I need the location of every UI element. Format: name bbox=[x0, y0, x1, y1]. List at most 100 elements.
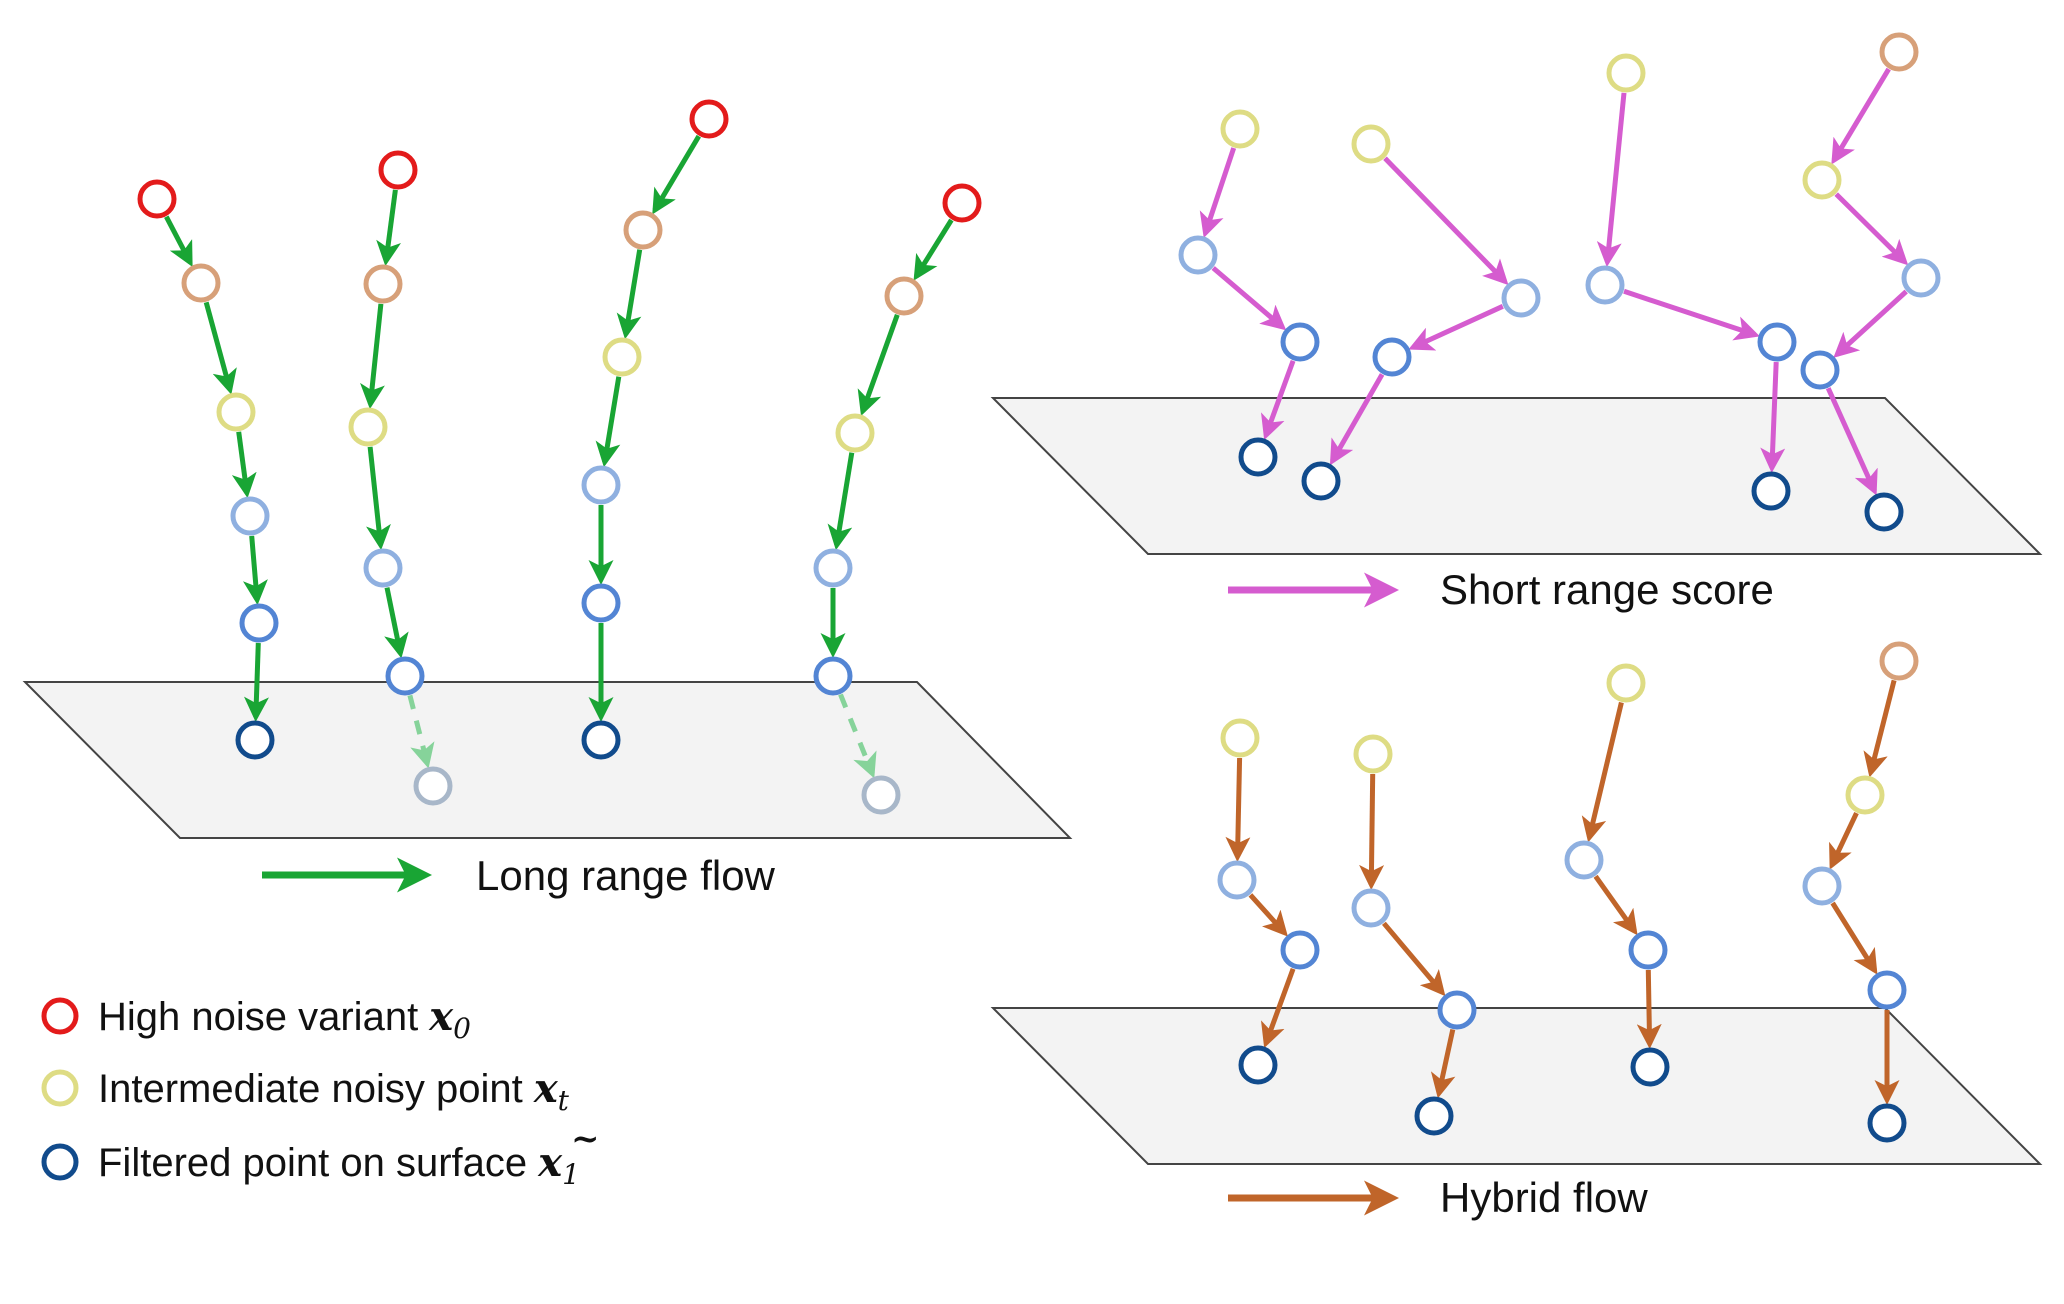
point-node bbox=[1879, 32, 1919, 72]
point-node bbox=[181, 263, 221, 303]
yellow-circle-icon bbox=[41, 1069, 79, 1107]
arrow-flowd bbox=[407, 694, 435, 769]
arrow-score bbox=[1329, 373, 1385, 466]
point-node bbox=[378, 150, 418, 190]
point-node bbox=[1800, 350, 1840, 390]
arrow-flow bbox=[827, 452, 855, 551]
point-node bbox=[581, 720, 621, 760]
point-node bbox=[1901, 258, 1941, 298]
point-node bbox=[581, 465, 621, 505]
point-node bbox=[1501, 278, 1541, 318]
point-node bbox=[1879, 641, 1919, 681]
point-node bbox=[1217, 860, 1257, 900]
arrow-flow bbox=[231, 431, 257, 499]
blue-circle-icon bbox=[41, 1143, 79, 1181]
legend-item-filtered: Filtered point on surface x1 bbox=[98, 1139, 580, 1191]
arrow-flow bbox=[243, 642, 269, 722]
point-node bbox=[1585, 265, 1625, 305]
point-node bbox=[1757, 322, 1797, 362]
point-node bbox=[1802, 160, 1842, 200]
legend-item-intermediate: Intermediate noisy point xt bbox=[98, 1065, 570, 1117]
arrow-hybrid bbox=[1830, 901, 1878, 975]
long-range-label: Long range flow bbox=[476, 852, 776, 899]
trajectory-points bbox=[137, 32, 1941, 1143]
arrow-score bbox=[1833, 289, 1908, 358]
point-node bbox=[385, 656, 425, 696]
trajectory-arrows bbox=[164, 67, 1909, 1105]
tilde-accent: ~ bbox=[571, 1119, 600, 1159]
point-node bbox=[1564, 840, 1604, 880]
point-node bbox=[835, 413, 875, 453]
point-node bbox=[1628, 930, 1668, 970]
point-node bbox=[413, 766, 453, 806]
arrow-hybrid bbox=[1829, 812, 1859, 870]
arrow-hybrid bbox=[1430, 1028, 1456, 1099]
point-node bbox=[689, 99, 729, 139]
arrow-score bbox=[1261, 359, 1296, 441]
point-node bbox=[1178, 235, 1218, 275]
point-node bbox=[1845, 775, 1885, 815]
red-circle-icon bbox=[41, 997, 79, 1035]
point-node bbox=[1351, 888, 1391, 928]
point-node bbox=[581, 583, 621, 623]
arrow-flow bbox=[376, 189, 402, 267]
point-node bbox=[884, 276, 924, 316]
point-node bbox=[239, 603, 279, 643]
arrow-score bbox=[1211, 266, 1287, 331]
point-node bbox=[348, 407, 388, 447]
point-node bbox=[363, 264, 403, 304]
point-node bbox=[1238, 437, 1278, 477]
arrow-hybrid bbox=[1593, 874, 1638, 936]
arrow-flow bbox=[913, 218, 954, 281]
point-node bbox=[602, 337, 642, 377]
arrow-flow bbox=[203, 301, 237, 395]
point-node bbox=[1280, 930, 1320, 970]
arrow-flow bbox=[616, 249, 643, 340]
legend-item-high-noise: High noise variant x0 bbox=[98, 993, 471, 1045]
point-node bbox=[942, 183, 982, 223]
arrow-flow bbox=[652, 134, 701, 215]
point-node bbox=[1867, 970, 1907, 1010]
point-node bbox=[216, 392, 256, 432]
arrow-score bbox=[1596, 92, 1627, 268]
short-range-plane bbox=[990, 397, 2043, 555]
arrow-flow bbox=[360, 303, 385, 410]
point-node bbox=[1301, 461, 1341, 501]
point-node bbox=[1867, 1103, 1907, 1143]
point-node bbox=[1280, 322, 1320, 362]
point-node bbox=[230, 496, 270, 536]
point-node bbox=[1238, 1045, 1278, 1085]
arrow-hybrid bbox=[1581, 701, 1624, 843]
point-node bbox=[1630, 1047, 1670, 1087]
arrow-hybrid bbox=[1359, 773, 1385, 890]
arrow-score bbox=[1383, 156, 1509, 286]
point-node bbox=[1351, 124, 1391, 164]
point-node bbox=[1606, 663, 1646, 703]
arrow-hybrid bbox=[1225, 757, 1251, 862]
point-node bbox=[1864, 492, 1904, 532]
arrow-flow bbox=[595, 376, 622, 468]
point-node bbox=[235, 720, 275, 760]
arrow-flow bbox=[366, 446, 391, 551]
arrow-score bbox=[1831, 67, 1891, 165]
short-range-label: Short range score bbox=[1440, 566, 1774, 613]
arrow-score bbox=[1199, 147, 1237, 238]
arrow-hybrid bbox=[1381, 921, 1446, 997]
arrow-score bbox=[1408, 304, 1504, 351]
arrow-score bbox=[1760, 361, 1786, 473]
arrow-hybrid bbox=[1261, 967, 1296, 1049]
arrow-flow bbox=[857, 313, 900, 417]
arrow-flow bbox=[242, 535, 268, 606]
arrow-score bbox=[1623, 288, 1760, 341]
point-node bbox=[363, 548, 403, 588]
arrow-hybrid bbox=[1863, 679, 1897, 778]
long-range-plane bbox=[22, 681, 1073, 839]
point-node bbox=[1353, 734, 1393, 774]
point-node bbox=[1606, 53, 1646, 93]
point-node bbox=[861, 775, 901, 815]
point-node bbox=[1751, 471, 1791, 511]
point-node bbox=[813, 548, 853, 588]
point-node bbox=[813, 656, 853, 696]
point-node bbox=[1220, 109, 1260, 149]
